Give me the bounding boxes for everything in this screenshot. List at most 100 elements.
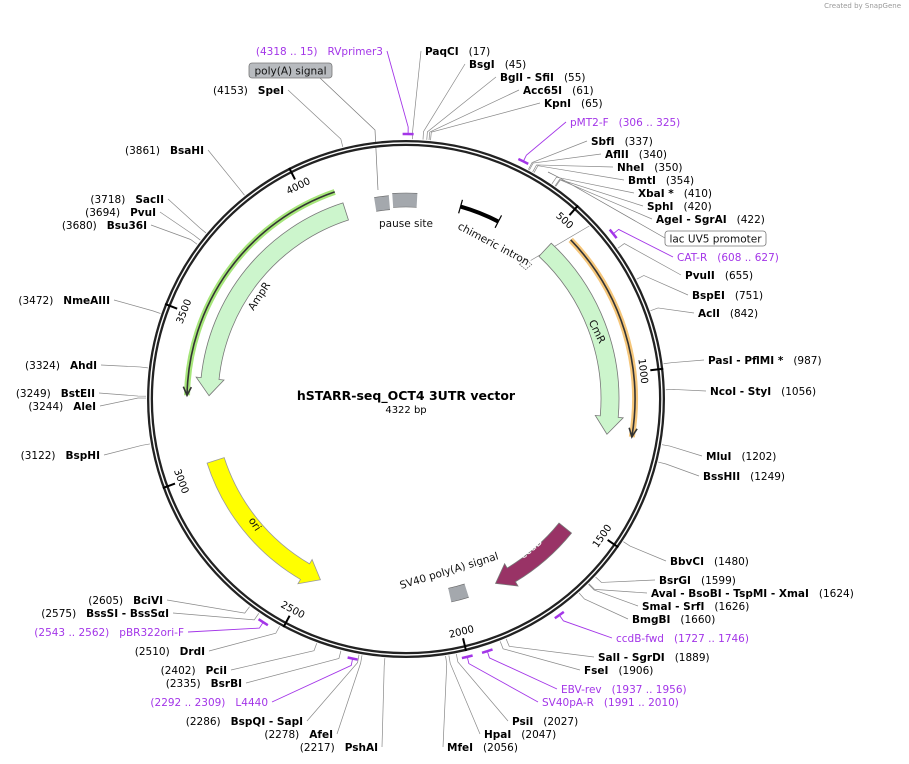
enzyme-site-label[interactable]: BbvCI(1480) <box>670 556 749 568</box>
primer-binding-mark[interactable] <box>517 157 529 165</box>
site-position: (2402) <box>161 665 196 677</box>
enzyme-site-label[interactable]: BsgI(45) <box>469 59 526 71</box>
enzyme-leader <box>595 576 656 583</box>
polya-signal-box[interactable] <box>374 195 391 212</box>
enzyme-site-label[interactable]: BglI - SfiI(55) <box>500 72 586 84</box>
enzyme-site-label[interactable]: (3324)AhdI <box>25 360 97 372</box>
enzyme-site-label[interactable]: SalI - SgrDI(1889) <box>598 652 710 664</box>
site-name: AhdI <box>70 360 97 372</box>
primer-binding-mark[interactable] <box>481 648 493 655</box>
enzyme-site-label[interactable]: AclI(842) <box>698 308 758 320</box>
enzyme-site-label[interactable]: (2278) AfeI <box>264 729 333 741</box>
lac-uv5-promoter-label-box[interactable] <box>664 230 767 247</box>
site-name: AclI <box>698 308 720 320</box>
enzyme-site-label[interactable]: PasI - PflMI *(987) <box>708 355 822 367</box>
sv40-polya-box[interactable] <box>448 583 469 603</box>
enzyme-site-label[interactable]: PvuII(655) <box>685 270 753 282</box>
site-name: BssSI - BssSαI <box>86 608 169 620</box>
site-position: (1937 .. 1956) <box>612 684 687 696</box>
enzyme-site-label[interactable]: BspEI(751) <box>692 290 763 302</box>
enzyme-site-label[interactable]: BsrGI(1599) <box>659 575 736 587</box>
site-name: PsiI <box>512 716 533 728</box>
primer-binding-mark[interactable] <box>608 228 618 239</box>
enzyme-leader <box>533 165 625 181</box>
enzyme-site-label[interactable]: XbaI *(410) <box>638 188 712 200</box>
primer-label[interactable]: (4318 .. 15)RVprimer3 <box>256 46 383 58</box>
primer-label[interactable]: pMT2-F(306 .. 325) <box>570 117 680 129</box>
chimeric-intron-bar[interactable] <box>459 204 500 224</box>
site-position: (2278) <box>264 729 299 741</box>
enzyme-site-label[interactable]: (3718)SacII <box>90 194 164 206</box>
primer-binding-mark[interactable] <box>257 618 269 627</box>
site-name: pMT2-F <box>570 117 609 129</box>
enzyme-site-label[interactable]: (3122)BspHI <box>21 450 100 462</box>
enzyme-site-label[interactable]: HpaI(2047) <box>484 729 556 741</box>
enzyme-site-label[interactable]: MluI(1202) <box>706 451 776 463</box>
enzyme-site-label[interactable]: AgeI - SgrAI(422) <box>656 214 765 226</box>
ccdb-feature-arrow[interactable] <box>494 522 573 587</box>
site-position: (2027) <box>543 716 578 728</box>
site-name: MluI <box>706 451 731 463</box>
tick-label: 3500 <box>175 298 195 326</box>
primer-label[interactable]: (2543 .. 2562)pBR322ori-F <box>34 627 184 639</box>
enzyme-site-label[interactable]: (2575)BssSI - BssSαI <box>41 608 169 620</box>
lac-uv5-promoter-label: lac UV5 promoter <box>669 234 762 246</box>
site-position: (354) <box>666 175 694 187</box>
enzyme-site-label[interactable]: Acc65I(61) <box>523 85 594 97</box>
site-name: PaqCI <box>425 46 459 58</box>
enzyme-site-label[interactable]: KpnI(65) <box>544 98 603 110</box>
enzyme-site-label[interactable]: BssHII(1249) <box>703 471 785 483</box>
primer-label[interactable]: SV40pA-R(1991 .. 2010) <box>542 697 679 709</box>
enzyme-site-label[interactable]: (2335)BsrBI <box>166 678 242 690</box>
ori-feature-arrow[interactable] <box>206 457 322 585</box>
site-position: (751) <box>735 290 763 302</box>
enzyme-site-label[interactable]: (3694)PvuI <box>85 207 156 219</box>
cmr-feature-arrow[interactable] <box>538 242 625 435</box>
enzyme-site-label[interactable]: SphI(420) <box>647 201 712 213</box>
enzyme-site-label[interactable]: (2217)PshAI <box>300 742 378 754</box>
site-name: BsrGI <box>659 575 691 587</box>
enzyme-site-label[interactable]: (3472)NmeAIII <box>18 295 110 307</box>
primer-label[interactable]: ccdB-fwd(1727 .. 1746) <box>616 633 749 645</box>
enzyme-site-label[interactable]: (3861)BsaHI <box>125 145 204 157</box>
enzyme-site-label[interactable]: SbfI(337) <box>591 136 653 148</box>
primer-label[interactable]: EBV-rev(1937 .. 1956) <box>561 684 687 696</box>
enzyme-site-label[interactable]: (4153)SpeI <box>213 85 284 97</box>
snapgene-branding: Created by SnapGene <box>824 2 901 10</box>
primer-label[interactable]: CAT-R(608 .. 627) <box>677 252 779 264</box>
enzyme-site-label[interactable]: (2402)PciI <box>161 665 227 677</box>
enzyme-site-label[interactable]: AflII(340) <box>605 149 667 161</box>
enzyme-site-label[interactable]: (3680)Bsu36I <box>62 220 147 232</box>
site-name: AfeI <box>309 729 333 741</box>
site-name: BsaHI <box>170 145 204 157</box>
enzyme-site-label[interactable]: (2286)BspQI - SapI <box>186 716 303 728</box>
site-position: (1660) <box>680 614 715 626</box>
enzyme-site-label[interactable]: BmgBI(1660) <box>632 614 715 626</box>
site-position: (2056) <box>483 742 518 754</box>
enzyme-leader <box>336 655 363 735</box>
enzyme-site-label[interactable]: BmtI(354) <box>628 175 694 187</box>
tick-label: 3000 <box>171 468 190 496</box>
site-position: (1249) <box>750 471 785 483</box>
primer-binding-mark[interactable] <box>554 610 565 620</box>
enzyme-site-label[interactable]: (2605)BciVI <box>88 595 163 607</box>
enzyme-leader <box>207 149 245 196</box>
primer-binding-mark[interactable] <box>347 656 358 661</box>
enzyme-site-label[interactable]: NheI(350) <box>617 162 683 174</box>
enzyme-site-label[interactable]: (2510)DrdI <box>135 646 205 658</box>
enzyme-site-label[interactable]: PaqCI(17) <box>425 46 490 58</box>
primer-binding-mark[interactable] <box>461 654 473 660</box>
enzyme-site-label[interactable]: AvaI - BsoBI - TspMI - XmaI(1624) <box>651 588 854 600</box>
enzyme-site-label[interactable]: SmaI - SrfI(1626) <box>642 601 749 613</box>
enzyme-site-label[interactable]: (3249)BstEII <box>16 388 95 400</box>
site-name: DrdI <box>180 646 205 658</box>
enzyme-site-label[interactable]: MfeI(2056) <box>447 742 518 754</box>
enzyme-site-label[interactable]: PsiI (2027) <box>512 716 578 728</box>
ampr-feature-arrow[interactable] <box>195 202 349 397</box>
polya-signal-label-box[interactable] <box>248 62 333 79</box>
enzyme-site-label[interactable]: NcoI - StyI(1056) <box>710 386 816 398</box>
enzyme-site-label[interactable]: (3244)AleI <box>28 401 96 413</box>
enzyme-site-label[interactable]: FseI(1906) <box>584 665 653 677</box>
site-position: (350) <box>654 162 682 174</box>
primer-label[interactable]: (2292 .. 2309)L4440 <box>150 697 268 709</box>
